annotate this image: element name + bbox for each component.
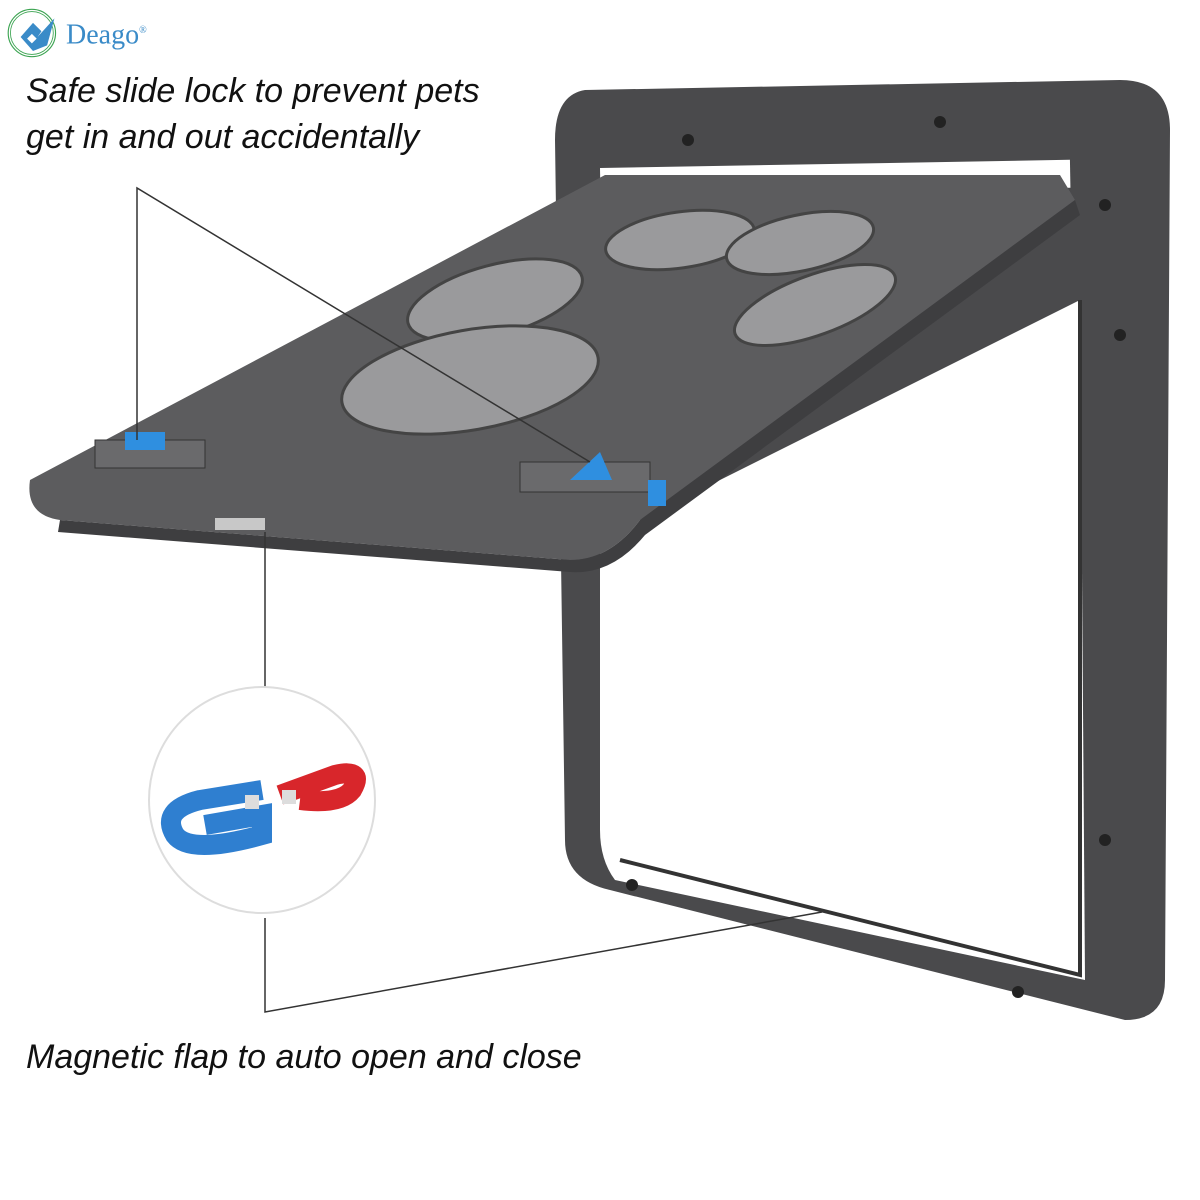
magnet-blue-icon xyxy=(160,780,272,855)
paw-mesh-windows xyxy=(340,208,898,436)
slide-lock-caption: Safe slide lock to prevent pets get in a… xyxy=(26,68,586,160)
deago-logo xyxy=(7,8,57,58)
registered-mark: ® xyxy=(139,25,147,36)
magnet-strip xyxy=(215,518,265,530)
left-slide-lock-housing xyxy=(94,439,206,469)
door-flap xyxy=(29,175,1080,573)
side-lock-tab xyxy=(648,480,666,506)
magnet-inset xyxy=(148,686,376,914)
frame-screws xyxy=(626,116,1126,998)
callout-lines xyxy=(136,186,823,1013)
caption-line: get in and out accidentally xyxy=(26,118,420,156)
left-slide-lock xyxy=(125,432,165,450)
brand-wordmark: Deago® xyxy=(66,14,147,52)
magnetic-flap-caption: Magnetic flap to auto open and close xyxy=(26,1038,582,1076)
brand-name: Deago xyxy=(66,19,140,51)
right-slide-lock xyxy=(570,452,612,480)
caption-line: Safe slide lock to prevent pets xyxy=(26,72,480,110)
magnet-red-icon xyxy=(276,763,366,812)
